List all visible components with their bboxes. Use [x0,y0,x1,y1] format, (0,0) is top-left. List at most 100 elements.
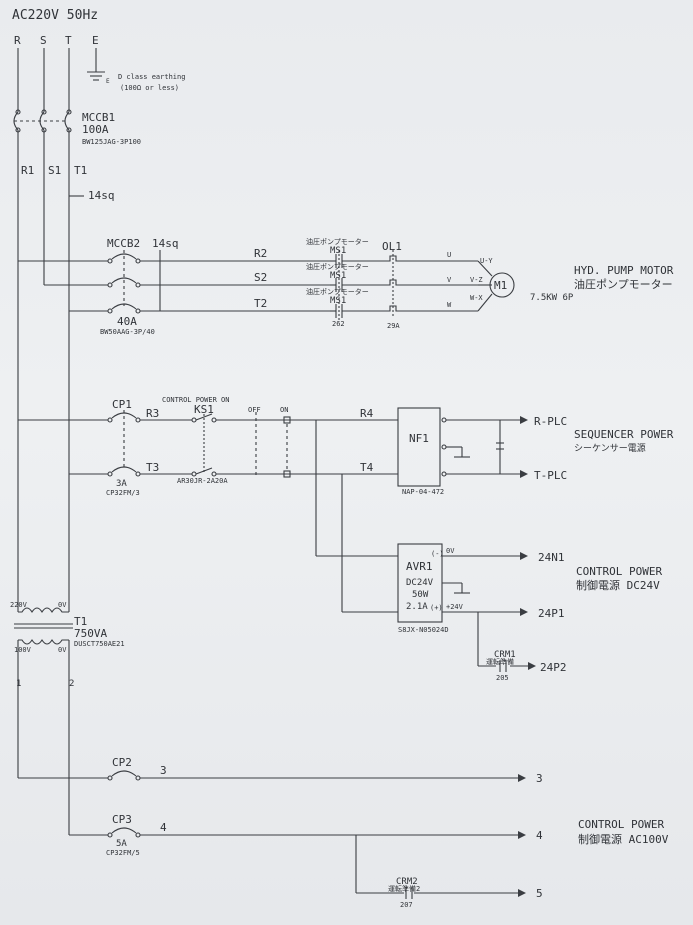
t1-secondary: 100V [14,646,32,654]
phase-s-label: S [40,34,47,47]
on-label: ON [280,406,288,414]
cp3-name: CP3 [112,813,132,826]
avr1-watts: 50W [412,590,429,600]
ms1-label-1: MS1 [330,246,346,256]
crm2-caption: 運転準備2 [388,884,420,893]
ms1-code: 262 [332,320,345,328]
motor-term-vz: V-Z [470,276,483,284]
t1-wire-2: 2 [69,679,74,689]
t-plc-label: T-PLC [534,469,567,482]
cp1-name: CP1 [112,398,132,411]
avr1-minus: (-) [431,550,444,558]
dc24-title-jp: 制御電源 DC24V [576,578,660,592]
ms1-label-2: MS1 [330,271,346,281]
phase-lines [17,48,70,196]
phase-r-label: R [14,34,21,47]
supply-label: AC220V 50Hz [12,8,98,23]
svg-text:E: E [106,78,110,85]
r1-label: R1 [21,164,34,177]
motor-symbol [489,272,515,298]
t2-label: T2 [254,297,267,310]
mccb2-wire-label: 14sq [152,237,179,250]
nf1-name: NF1 [409,432,429,445]
phase-t-label: T [65,34,72,47]
r2-label: R2 [254,247,267,260]
pump-title: HYD. PUMP MOTOR [574,264,674,277]
sequencer-power-title: SEQUENCER POWER [574,428,674,441]
earth-note-2: (100Ω or less) [120,84,179,92]
ac100-branch [18,770,526,899]
earth-note: D class earthing [118,73,185,81]
pump-branch [18,250,493,320]
mccb2-rating: 40A [117,315,137,328]
avr1-0v: 0V [446,547,455,555]
r3-label: R3 [146,407,159,420]
ms1-caption-2: 油圧ポンプモーター [306,262,369,271]
ks1-model: AR30JR-2A20A [177,477,228,485]
cp1-rating: 3A [116,479,127,489]
ac100-title-jp: 制御電源 AC100V [578,832,669,846]
out-24p1: 24P1 [538,607,565,620]
pump-spec: 7.5KW 6P [530,293,574,303]
motor-term-uy: U-Y [480,257,493,265]
wire-size-label: 14sq [88,189,115,202]
cp3-rating: 5A [116,839,127,849]
r-plc-label: R-PLC [534,415,567,428]
t1-primary-0v: 0V [58,601,67,609]
sequencer-branch [18,407,528,612]
out-5: 5 [536,887,543,900]
v-label: V [447,276,452,284]
wire-4-label: 4 [160,821,167,834]
ac100-title: CONTROL POWER [578,818,664,831]
avr1-voltage: DC24V [406,578,434,588]
ks1-name: KS1 [194,403,214,416]
t1-label: T1 [74,164,87,177]
crm1-caption: 運転準備 [486,657,514,666]
s2-label: S2 [254,271,267,284]
ol1-rating: 29A [387,322,400,330]
t1-model: DUSCT750AE21 [74,640,125,648]
s1-label: S1 [48,164,61,177]
out-4: 4 [536,829,543,842]
mccb1-name: MCCB1 [82,111,115,124]
crm1-code: 205 [496,674,509,682]
crm2-name: CRM2 [396,877,418,887]
mccb1-rating: 100A [82,123,109,136]
phase-e-label: E [92,34,99,47]
w-label: W [447,301,452,309]
t1-primary: 220V [10,601,28,609]
avr1-plus: (+) [430,604,443,612]
motor-term-wx: W-X [470,294,483,302]
avr1-model: S8JX-N05024D [398,626,449,634]
control-power-on-label: CONTROL POWER ON [162,396,229,404]
mccb1-breaker [13,109,72,133]
pump-title-jp: 油圧ポンプモーター [574,277,673,291]
ms1-caption-1: 油圧ポンプモーター [306,237,369,246]
dc24-title: CONTROL POWER [576,565,662,578]
cp2-name: CP2 [112,756,132,769]
mccb2-model: BW50AAG-3P/40 [100,328,155,336]
crm2-code: 207 [400,901,413,909]
motor-name: M1 [494,279,507,292]
t1-name: T1 [74,615,87,628]
transformer-t1 [14,598,73,835]
wire-3-label: 3 [160,764,167,777]
t1-wire-1: 1 [16,679,21,689]
out-24n1: 24N1 [538,551,565,564]
ms1-caption-3: 油圧ポンプモーター [306,287,369,296]
r4-label: R4 [360,407,374,420]
avr1-current: 2.1A [406,602,428,612]
cp1-model: CP32FM/3 [106,489,140,497]
t4-label: T4 [360,461,374,474]
cp3-model: CP32FM/5 [106,849,140,857]
out-3: 3 [536,772,543,785]
avr-branch [316,543,536,672]
sequencer-power-title-jp: シーケンサー電源 [574,443,646,454]
t1-secondary-0v: 0V [58,646,67,654]
ol1-label: OL1 [382,240,402,253]
t1-rating: 750VA [74,627,107,640]
u-label: U [447,251,451,259]
avr1-name: AVR1 [406,560,433,573]
